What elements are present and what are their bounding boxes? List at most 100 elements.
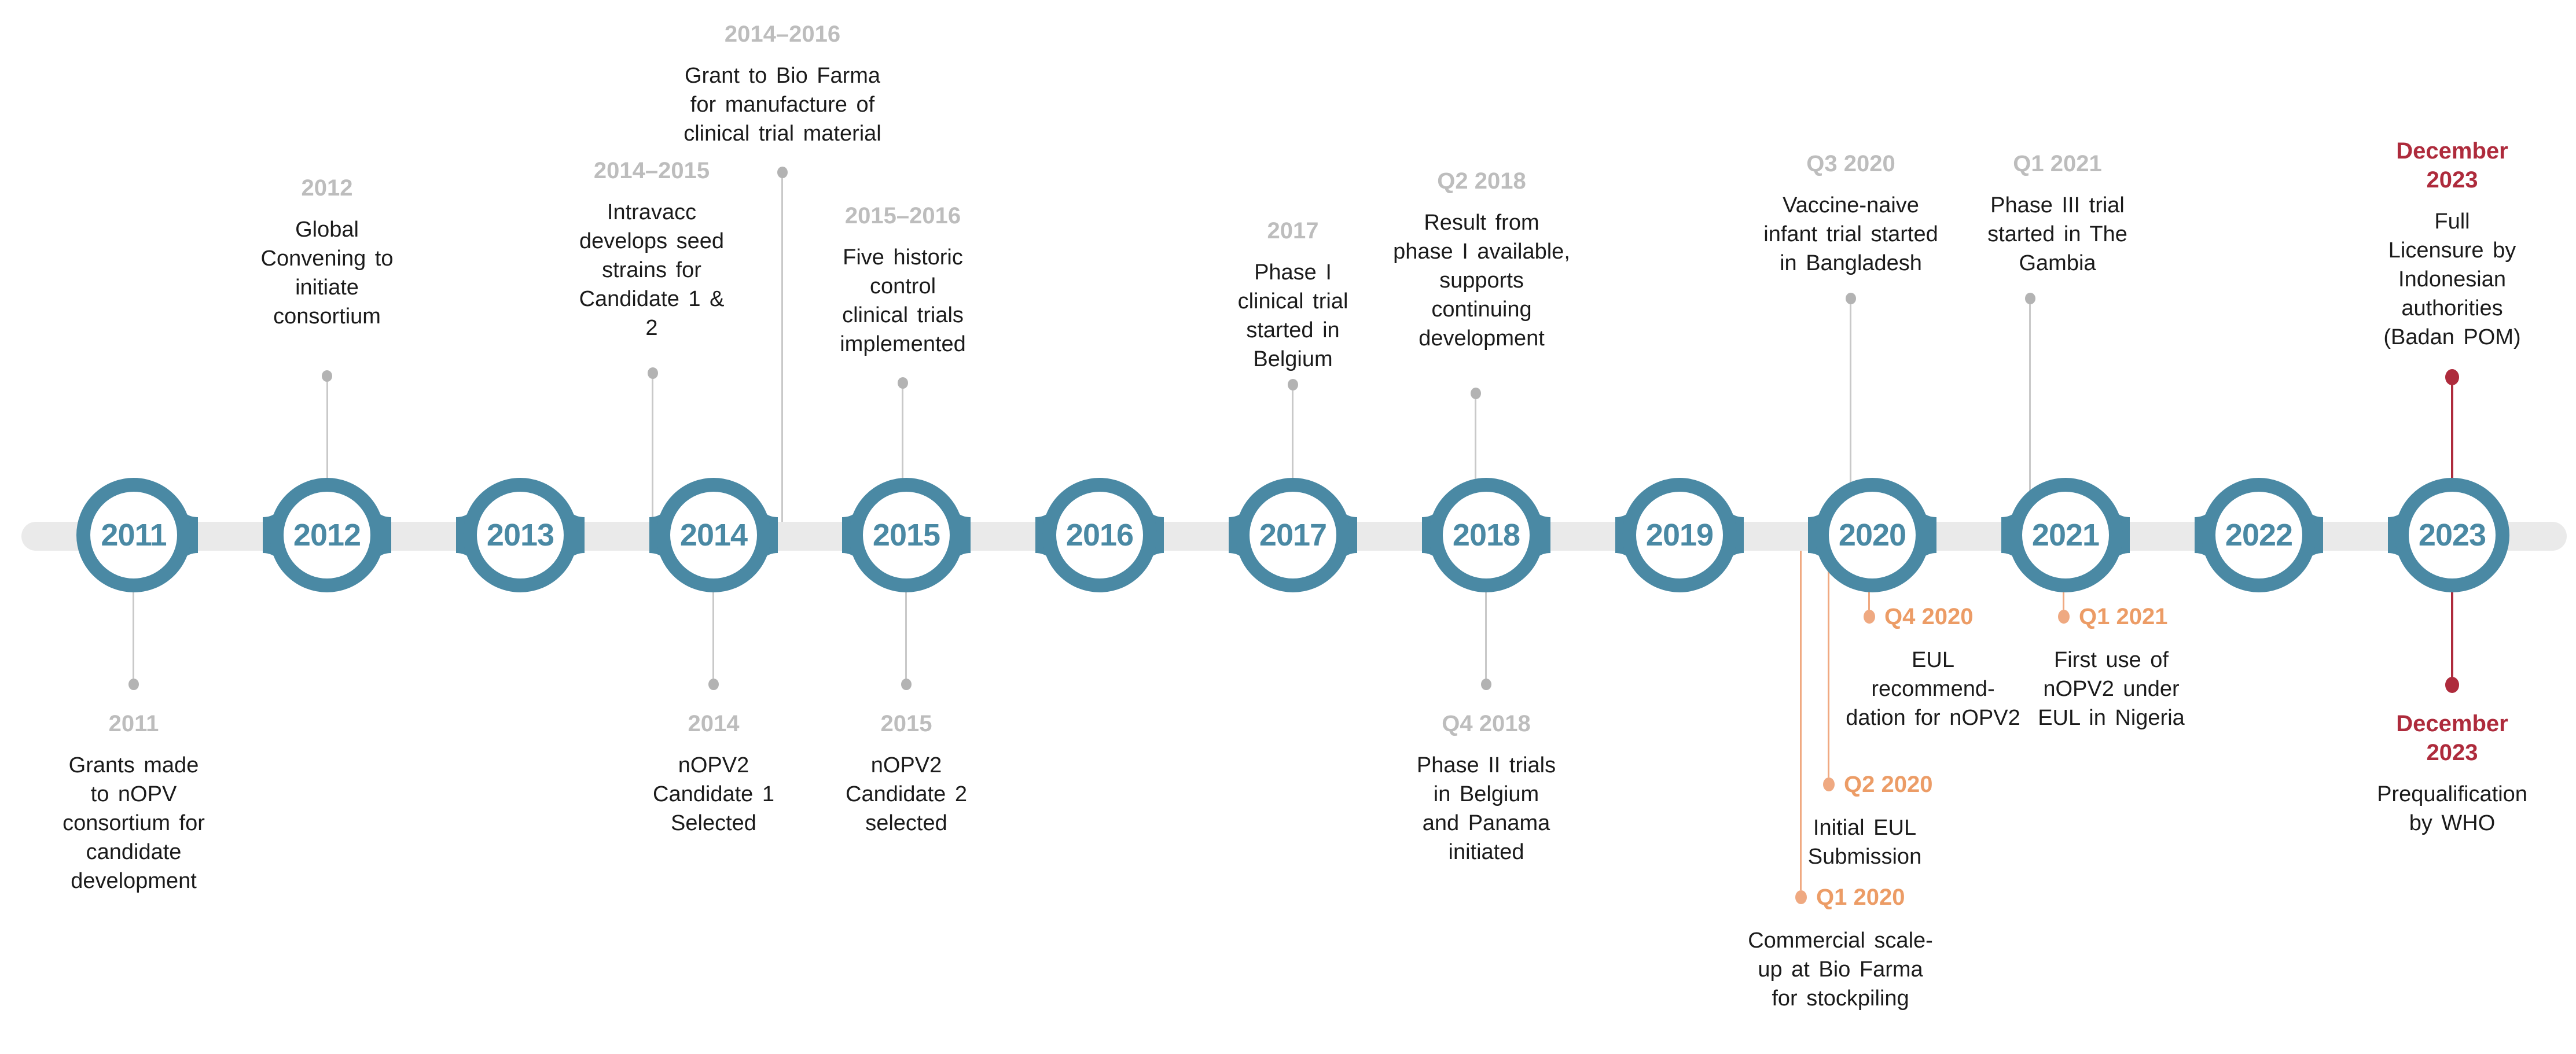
- connector-line-red: [2451, 535, 2453, 679]
- connector-dot: [128, 679, 139, 690]
- connector-dot: [322, 370, 332, 382]
- timeline-node-2011: 2011: [67, 474, 200, 596]
- annotation-2012-global-convening: 2012 Global Convening to initiate consor…: [240, 174, 414, 331]
- annotation-heading: Q2 2018: [1437, 168, 1526, 194]
- connector-dot: [777, 167, 788, 178]
- timeline-node-shape-icon: [1422, 478, 1550, 592]
- connector-line: [1850, 304, 1851, 535]
- annotation-heading: 2015: [880, 711, 932, 736]
- year-label: 2012: [293, 518, 361, 552]
- annotation-body: Grants made to nOPV consortium for candi…: [63, 753, 205, 893]
- connector-line: [902, 389, 903, 535]
- connector-dot-orange: [1864, 610, 1875, 624]
- timeline-node-2012: 2012: [260, 474, 394, 596]
- annotation-body: Prequalification by WHO: [2377, 782, 2527, 835]
- connector-dot-orange: [1795, 890, 1807, 904]
- annotation-body: Result from phase I available, supports …: [1393, 211, 1570, 351]
- year-label: 2014: [679, 518, 748, 552]
- annotation-body: nOPV2 Candidate 2 selected: [846, 753, 967, 835]
- connector-line: [1485, 535, 1487, 680]
- annotation-2011-grants: 2011 Grants made to nOPV consortium for …: [30, 709, 238, 895]
- connector-line: [1292, 390, 1293, 535]
- milestone-label-q1-2020: Q1 2020: [1816, 885, 1905, 910]
- connector-dot-red: [2445, 369, 2459, 385]
- annotation-heading: Q1 2021: [2013, 151, 2102, 176]
- annotation-heading: Q3 2020: [1806, 151, 1895, 176]
- timeline-node-shape-icon: [1808, 478, 1936, 592]
- milestone-label-q2-2020: Q2 2020: [1844, 772, 1933, 797]
- annotation-heading: December 2023: [2396, 711, 2508, 765]
- milestone-body-q1-2021: First use of nOPV2 under EUL in Nigeria: [2038, 648, 2185, 730]
- timeline-node-shape-icon: [2195, 478, 2323, 592]
- annotation-body: Vaccine-naive infant trial started in Ba…: [1763, 193, 1938, 275]
- annotation-2014-candidate1: 2014 nOPV2 Candidate 1 Selected: [627, 709, 800, 838]
- timeline-node-shape-icon: [649, 478, 778, 592]
- annotation-q4-2018-phase2-trials: Q4 2018 Phase II trials in Belgium and P…: [1388, 709, 1585, 867]
- connector-dot: [901, 679, 912, 690]
- timeline-node-2021: 2021: [1999, 474, 2132, 596]
- connector-dot: [1471, 388, 1481, 399]
- connector-dot-orange: [1823, 777, 1835, 791]
- annotation-dec-2023-full-licensure: December 2023 Full Licensure by Indonesi…: [2354, 137, 2551, 352]
- milestone-body-q1-2020: Commercial scale- up at Bio Farma for st…: [1748, 928, 1933, 1011]
- annotation-heading: 2011: [108, 711, 159, 736]
- connector-line-orange: [1800, 535, 1802, 890]
- timeline-node-shape-icon: [1615, 478, 1744, 592]
- connector-dot: [1481, 679, 1491, 690]
- timeline-node-2020: 2020: [1806, 474, 1939, 596]
- milestone-label-q4-2020: Q4 2020: [1884, 604, 1974, 629]
- connector-dot: [1846, 293, 1856, 304]
- timeline-node-2016: 2016: [1033, 474, 1166, 596]
- annotation-body: Phase II trials in Belgium and Panama in…: [1416, 753, 1556, 864]
- annotation-heading: Q4 2018: [1442, 711, 1531, 736]
- annotation-q3-2020-bangladesh-trial: Q3 2020 Vaccine-naive infant trial start…: [1729, 149, 1972, 278]
- connector-line: [133, 535, 134, 680]
- annotation-body: Five historic control clinical trials im…: [840, 245, 966, 356]
- connector-dot-orange: [2058, 610, 2070, 624]
- connector-line: [326, 382, 328, 535]
- connector-line: [2029, 304, 2031, 535]
- annotation-q1-2021-gambia-trial: Q1 2021 Phase III trial started in The G…: [1962, 149, 2153, 278]
- connector-line-red: [2451, 384, 2453, 535]
- annotation-2014-2016-bio-farma-grant: 2014–2016 Grant to Bio Farma for manufac…: [655, 20, 910, 148]
- connector-dot: [898, 377, 908, 389]
- milestone-label-q1-2021: Q1 2021: [2079, 604, 2168, 629]
- timeline-node-2019: 2019: [1613, 474, 1746, 596]
- annotation-body: Global Convening to initiate consortium: [260, 218, 394, 329]
- year-label: 2013: [486, 518, 554, 552]
- annotation-body: Phase III trial started in The Gambia: [1987, 193, 2127, 275]
- annotation-heading: 2014–2015: [593, 158, 710, 183]
- timeline-node-2022: 2022: [2192, 474, 2325, 596]
- connector-line-orange: [1828, 535, 1829, 777]
- timeline-node-2013: 2013: [454, 474, 587, 596]
- year-label: 2020: [1838, 518, 1906, 552]
- annotation-heading: 2017: [1267, 218, 1319, 244]
- timeline-node-2014: 2014: [647, 474, 780, 596]
- connector-line: [652, 379, 653, 535]
- annotation-q2-2018-phase1-results: Q2 2018 Result from phase I available, s…: [1366, 167, 1597, 353]
- annotation-heading: 2014–2016: [724, 21, 841, 47]
- timeline-node-2017: 2017: [1226, 474, 1359, 596]
- annotation-heading: 2012: [301, 175, 353, 201]
- annotation-body: Grant to Bio Farma for manufacture of cl…: [683, 64, 881, 146]
- milestone-body-q2-2020: Initial EUL Submission: [1807, 816, 1922, 869]
- year-label: 2015: [872, 518, 940, 552]
- connector-line: [905, 535, 907, 680]
- connector-dot: [1288, 379, 1298, 390]
- timeline-node-shape-icon: [2001, 478, 2130, 592]
- timeline-node-2023: 2023: [2386, 474, 2519, 596]
- timeline-node-shape-icon: [2388, 478, 2509, 592]
- annotation-heading: 2015–2016: [844, 203, 961, 229]
- annotation-body: Intravacc develops seed strains for Cand…: [579, 200, 725, 340]
- connector-dot: [648, 367, 658, 379]
- timeline-node-shape-icon: [76, 478, 198, 592]
- year-label: 2019: [1645, 518, 1714, 552]
- annotation-heading: 2014: [688, 711, 740, 736]
- annotation-2015-candidate2: 2015 nOPV2 Candidate 2 selected: [820, 709, 993, 838]
- milestone-body-q4-2020: EUL recommend- dation for nOPV2: [1846, 648, 2020, 730]
- annotation-dec-2023-who-prequalification: December 2023 Prequalification by WHO: [2342, 709, 2562, 838]
- annotation-body: Phase I clinical trial started in Belgiu…: [1237, 260, 1348, 371]
- timeline-node-shape-icon: [1035, 478, 1164, 592]
- year-label: 2017: [1259, 518, 1327, 552]
- timeline-node-shape-icon: [456, 478, 585, 592]
